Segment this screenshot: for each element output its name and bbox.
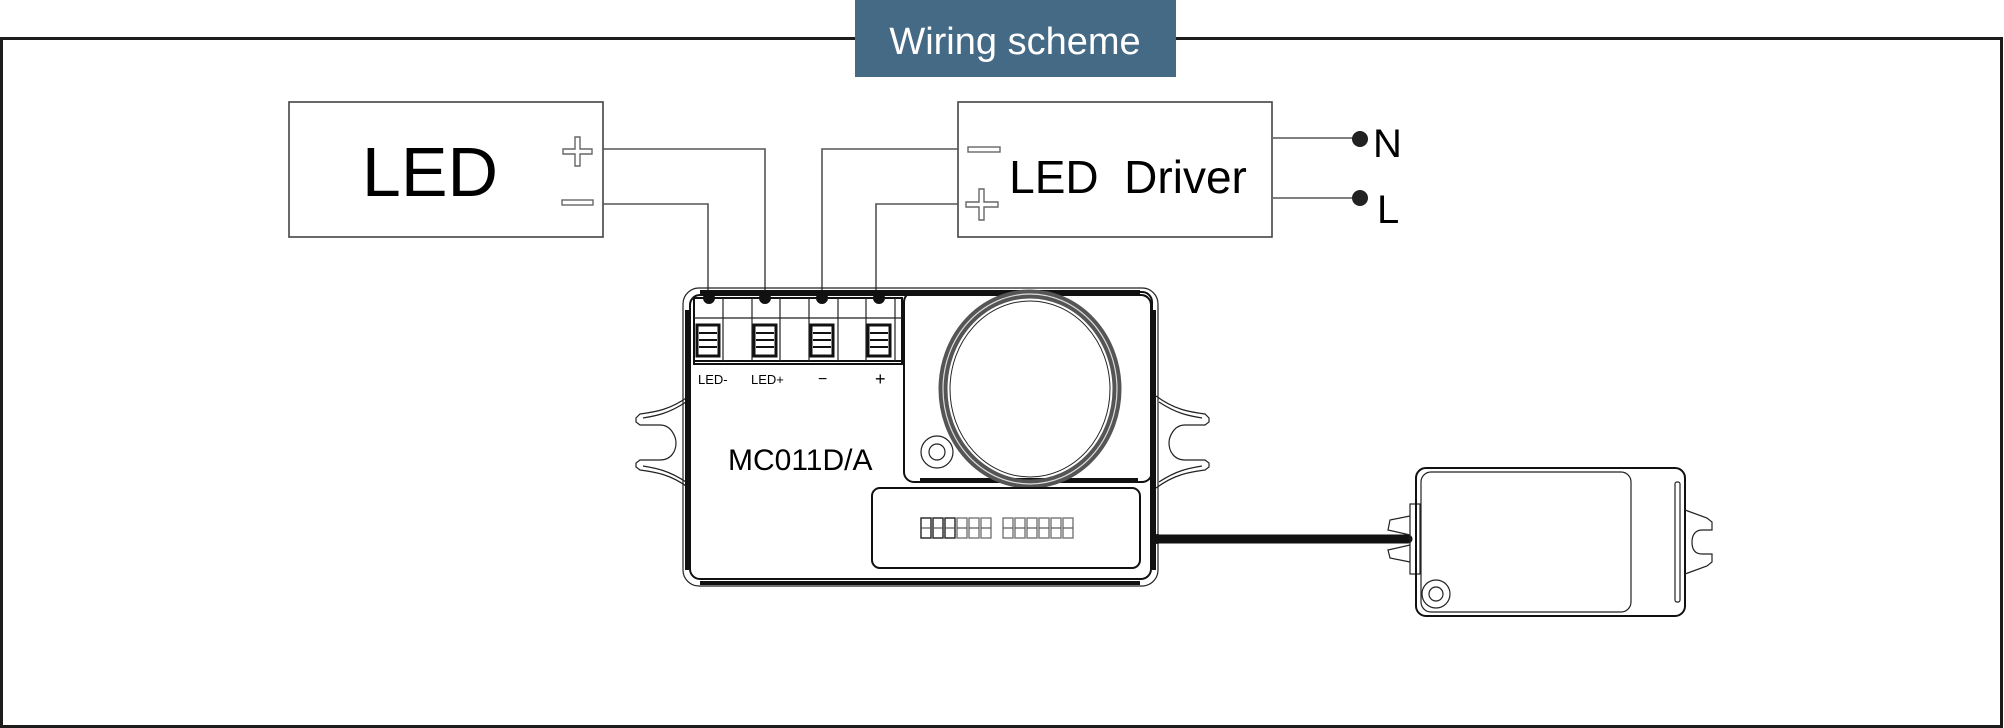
dip-switch[interactable] <box>944 517 956 539</box>
led-box-outline <box>288 101 604 238</box>
terminal-dot-l <box>1352 190 1368 206</box>
dip-switch[interactable] <box>968 517 980 539</box>
led-driver-label: LED Driver <box>1009 151 1247 203</box>
terminal-dot-led-plus <box>759 292 771 304</box>
dip-switch[interactable] <box>1062 517 1074 539</box>
terminal-screw <box>866 323 892 358</box>
remote-light-sensor-inner <box>1428 586 1444 602</box>
light-sensor-outer <box>920 435 954 469</box>
dip-switch[interactable] <box>956 517 968 539</box>
sensor-cable <box>1152 534 1413 544</box>
remote-sensor-head <box>1387 467 1713 617</box>
sensor-lens <box>938 289 1122 489</box>
module-body-outer <box>682 287 1159 587</box>
led-label: LED <box>362 133 498 211</box>
dip-switch[interactable] <box>1002 517 1014 539</box>
plus-icon <box>965 188 999 221</box>
dip-switch[interactable] <box>1050 517 1062 539</box>
mounting-ear-right <box>1155 395 1210 489</box>
light-sensor-inner <box>928 443 946 461</box>
dip-switch[interactable] <box>980 517 992 539</box>
dip-switch[interactable] <box>1038 517 1050 539</box>
led-box: LED <box>288 101 604 238</box>
header-tab: Wiring scheme <box>855 0 1176 77</box>
header-background <box>855 0 1176 77</box>
terminal-label-plus: + <box>875 369 886 389</box>
wire-led-minus <box>603 203 709 298</box>
dip-switch[interactable] <box>1014 517 1026 539</box>
mains-label-n: N <box>1373 122 1402 166</box>
sensor-module: LED- LED+ − + MC011D/A <box>635 287 1210 587</box>
wire-led-plus <box>603 148 766 298</box>
wire-driver-plus <box>875 203 958 298</box>
dip-switch[interactable] <box>1026 517 1038 539</box>
led-driver-box: LED Driver <box>957 101 1273 238</box>
terminal-dot-plus <box>873 292 885 304</box>
dip-switch[interactable] <box>920 517 932 539</box>
mains-label-l: L <box>1377 188 1399 232</box>
minus-icon <box>561 199 594 206</box>
dip-switch-panel <box>871 487 1141 569</box>
led-driver-box-outline <box>957 101 1273 238</box>
dip-switches <box>920 517 1074 539</box>
plus-icon <box>562 136 593 167</box>
terminal-dot-minus <box>816 292 828 304</box>
terminal-screw <box>809 323 835 358</box>
mains-connection: N L <box>1273 122 1402 232</box>
terminal-block <box>693 292 903 365</box>
signal-wires <box>603 148 958 298</box>
minus-icon <box>967 146 1001 153</box>
wire-driver-minus <box>821 148 958 298</box>
model-label: MC011D/A <box>728 444 873 477</box>
remote-sensor-cover <box>1420 471 1632 613</box>
terminal-screw <box>695 323 721 358</box>
terminal-screw <box>752 323 778 358</box>
header-title: Wiring scheme <box>889 21 1140 63</box>
terminal-label-led-plus: LED+ <box>751 372 784 387</box>
terminal-label-minus: − <box>818 371 827 388</box>
terminal-label-led-minus: LED- <box>698 372 728 387</box>
remote-sensor-body <box>1415 467 1686 617</box>
terminal-dot-led-minus <box>703 292 715 304</box>
mounting-ear-left <box>635 395 690 489</box>
remote-light-sensor-outer <box>1421 579 1451 609</box>
dip-switch[interactable] <box>932 517 944 539</box>
terminal-dot-n <box>1352 131 1368 147</box>
